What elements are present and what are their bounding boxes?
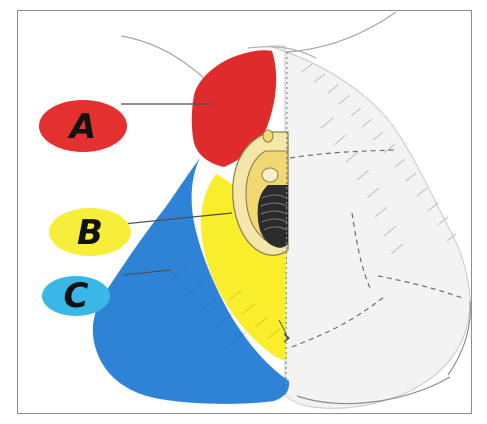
label-c: C bbox=[42, 276, 110, 316]
upper-small-opening bbox=[262, 168, 278, 182]
label-b-text: B bbox=[77, 213, 103, 253]
label-a: A bbox=[39, 100, 127, 152]
label-c-text: C bbox=[64, 276, 89, 316]
label-a-text: A bbox=[67, 107, 96, 147]
top-small-structure bbox=[263, 130, 273, 142]
label-b: B bbox=[49, 208, 131, 256]
